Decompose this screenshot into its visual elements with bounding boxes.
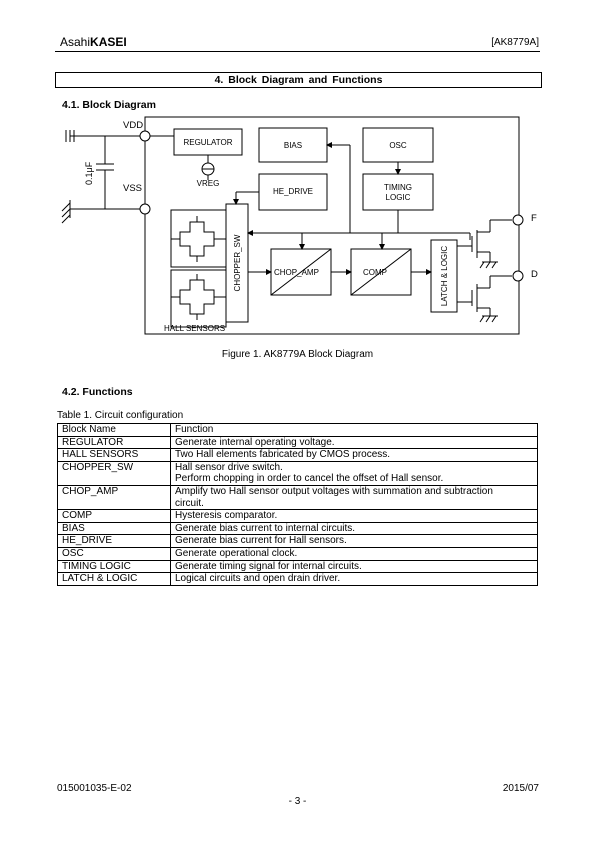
latch-logic-block	[430, 239, 458, 313]
bias-label: BIAS	[284, 141, 302, 150]
function-text-line: Two Hall elements fabricated by CMOS pro…	[175, 449, 391, 461]
function-text-line: Generate bias current to internal circui…	[175, 522, 356, 534]
hall-sensors-label: HALL SENSORS	[164, 324, 225, 333]
figure-caption: Figure 1. AK8779A Block Diagram	[221, 349, 374, 360]
block-name-cell: HALL SENSORS	[57, 448, 171, 462]
function-cell: Hysteresis comparator.	[170, 509, 538, 523]
timing-label-line2: LOGIC	[386, 193, 411, 202]
table-row: HALL SENSORS Two Hall elements fabricated…	[57, 448, 538, 462]
circuit-configuration-table: Block Name Function REGULATOR Generate in…	[57, 423, 538, 586]
section-title: 4. Block Diagram and Functions	[55, 72, 542, 88]
function-text-line: Hysteresis comparator.	[175, 510, 278, 522]
regulator-label: REGULATOR	[183, 138, 232, 147]
timing-logic-block	[362, 173, 434, 211]
latch-logic-label: LATCH & LOGIC	[440, 246, 449, 307]
function-text-line: Hall sensor drive switch.	[175, 461, 283, 473]
function-cell: Logical circuits and open drain driver.	[170, 572, 538, 586]
block-name-cell: TIMING LOGIC	[57, 559, 171, 574]
block-name-cell: LATCH & LOGIC	[57, 572, 171, 586]
logo-bold-text: KASEI	[90, 35, 127, 49]
function-text-line: Generate internal operating voltage.	[175, 436, 335, 448]
block-name-cell: CHOPPER_SW	[57, 460, 171, 486]
vss-pin	[139, 203, 151, 215]
table-row: BIAS Generate bias current to internal ci…	[57, 521, 538, 536]
table-row: LATCH & LOGIC Logical circuits and open d…	[57, 572, 538, 586]
table-row: HE_DRIVE Generate bias current for Hall s…	[57, 534, 538, 548]
footer-date: 2015/07	[502, 783, 539, 794]
table-caption: Table 1. Circuit configuration	[57, 410, 184, 421]
he-drive-label: HE_DRIVE	[273, 187, 313, 196]
chopper-sw-label: CHOPPER_SW	[233, 234, 242, 291]
function-cell: Generate timing signal for internal circ…	[170, 559, 538, 574]
comp-label: COMP	[363, 268, 387, 277]
function-cell: Two Hall elements fabricated by CMOS pro…	[170, 448, 538, 462]
column-header: Block Name	[57, 423, 171, 437]
block-name-cell: REGULATOR	[57, 435, 171, 450]
function-cell: Amplify two Hall sensor output voltages …	[170, 484, 538, 511]
osc-label: OSC	[389, 141, 407, 150]
function-text-line: Perform chopping in order to cancel the …	[175, 473, 444, 485]
vdd-pin	[139, 130, 151, 142]
table-header-row: Block Name Function	[57, 423, 538, 437]
function-text-line: Logical circuits and open drain driver.	[175, 573, 341, 585]
document-id: [AK8779A]	[491, 37, 539, 48]
table-body: REGULATOR Generate internal operating vol…	[57, 435, 538, 586]
table-row: COMP Hysteresis comparator.	[57, 509, 538, 523]
page-number: - 3 -	[288, 796, 307, 807]
block-name-cell: HE_DRIVE	[57, 534, 171, 548]
capacitor-label: 0.1μF	[84, 161, 94, 185]
function-cell: Generate bias current to internal circui…	[170, 521, 538, 536]
function-text-line: Generate bias current for Hall sensors.	[175, 535, 347, 547]
pin-d	[512, 270, 524, 282]
functions-heading: 4.2. Functions	[62, 386, 133, 398]
pin-d-label: D	[531, 269, 538, 280]
ic-outline	[144, 116, 520, 335]
function-cell: Generate operational clock.	[170, 546, 538, 561]
vss-label: VSS	[123, 183, 142, 194]
table-row: TIMING LOGIC Generate timing signal for i…	[57, 559, 538, 574]
table-row: REGULATOR Generate internal operating vol…	[57, 435, 538, 450]
block-diagram: VDD VSS 0.1μF REGULATOR VREG BIAS OSC HE…	[61, 116, 538, 335]
pin-f-label: F	[531, 213, 537, 224]
chop-amp-label: CHOP_AMP	[274, 268, 319, 277]
timing-label-line1: TIMING	[384, 183, 412, 192]
function-text-line: Amplify two Hall sensor output voltages …	[175, 485, 493, 497]
header-divider	[55, 51, 540, 52]
vreg-label: VREG	[197, 179, 220, 188]
function-cell: Hall sensor drive switch.Perform choppin…	[170, 460, 538, 486]
table-row: CHOP_AMP Amplify two Hall sensor output v…	[57, 484, 538, 511]
function-cell: Generate bias current for Hall sensors.	[170, 534, 538, 548]
vdd-label: VDD	[123, 120, 143, 131]
function-text-line: circuit.	[175, 497, 204, 509]
block-name-cell: BIAS	[57, 521, 171, 536]
footer-doc-number: 015001035-E-02	[57, 783, 132, 794]
block-name-cell: CHOP_AMP	[57, 484, 171, 511]
logo-light-text: Asahi	[60, 35, 91, 49]
function-cell: Generate internal operating voltage.	[170, 435, 538, 450]
block-name-cell: COMP	[57, 509, 171, 523]
function-text-line: Generate operational clock.	[175, 547, 298, 559]
column-header: Function	[170, 423, 538, 437]
table-row: OSC Generate operational clock.	[57, 546, 538, 561]
pin-f	[512, 214, 524, 226]
block-diagram-heading: 4.1. Block Diagram	[62, 99, 156, 111]
block-name-cell: OSC	[57, 546, 171, 561]
function-text-line: Generate timing signal for internal circ…	[175, 560, 362, 572]
company-logo: AsahiKASEI	[60, 35, 127, 49]
